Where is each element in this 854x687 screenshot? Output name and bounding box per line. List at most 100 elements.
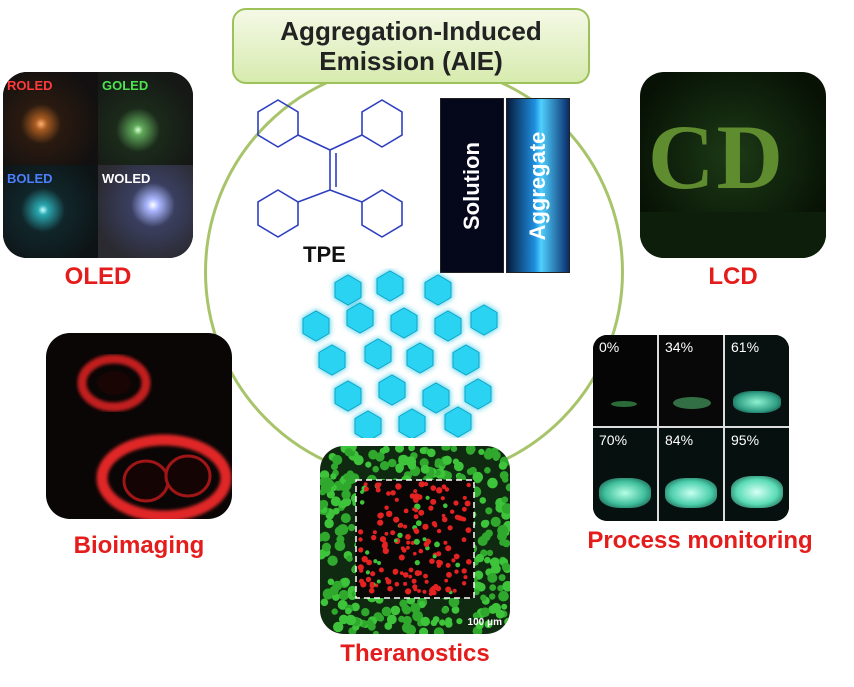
green-cell: [420, 464, 430, 474]
oled-panel: ROLED GOLED BOLED WOLED: [3, 72, 193, 258]
red-cell: [395, 483, 402, 490]
aggregate-hexagon: [422, 382, 450, 414]
green-cell: [372, 630, 379, 634]
green-cell: [480, 607, 490, 617]
red-cell: [393, 516, 400, 523]
aggregate-hexagon: [424, 274, 452, 306]
green-cell: [499, 471, 509, 480]
red-cell: [413, 494, 418, 498]
red-cell: [414, 570, 421, 577]
cell-field: [320, 446, 510, 634]
green-cell: [487, 572, 498, 583]
red-cell: [413, 514, 419, 520]
tpe-structure: [257, 99, 403, 238]
green-cell: [334, 540, 346, 552]
green-cell: [337, 599, 348, 610]
green-cell: [442, 455, 452, 465]
pct-0: 0%: [599, 339, 620, 355]
red-cell: [447, 525, 453, 531]
green-cell: [489, 593, 496, 600]
pct-61: 61%: [731, 339, 760, 355]
process-panel: 0% 34% 61% 70% 84% 95%: [593, 335, 789, 521]
red-cell: [378, 567, 384, 573]
red-cell: [466, 559, 472, 565]
red-cell: [398, 554, 405, 561]
green-cell: [501, 504, 508, 511]
green-cell: [332, 454, 343, 466]
green-cell: [384, 622, 393, 630]
green-cell: [382, 446, 390, 453]
green-cell: [337, 524, 347, 533]
red-cell: [423, 541, 430, 548]
red-cell: [425, 495, 430, 500]
red-cell: [359, 578, 364, 584]
green-cell: [442, 446, 451, 451]
red-cell: [441, 516, 448, 523]
red-cell: [444, 487, 450, 492]
vial-84: 84%: [659, 428, 725, 521]
vial-95: 95%: [725, 428, 789, 521]
aggregate-hexagon: [378, 374, 406, 406]
red-cell: [378, 512, 384, 518]
aggregate-hexagon: [346, 302, 374, 334]
red-cell: [465, 527, 472, 533]
red-cell: [445, 545, 452, 552]
aggregate-hexagon: [376, 270, 404, 302]
green-cell: [386, 614, 397, 625]
red-cell: [411, 578, 417, 584]
aggregate-hexagon: [470, 304, 498, 336]
red-cell: [372, 530, 377, 535]
red-cell: [406, 545, 410, 550]
vial-34: 34%: [659, 335, 725, 428]
green-cell: [497, 585, 504, 592]
red-cell: [462, 506, 467, 512]
red-cell: [358, 537, 363, 542]
green-cell: [504, 617, 510, 627]
aggregate-hexagon: [364, 338, 392, 370]
green-cell: [320, 531, 331, 542]
green-cell: [351, 602, 360, 612]
green-cell: [402, 615, 412, 626]
aggregate-hexagon: [434, 310, 462, 342]
red-cell: [461, 581, 467, 586]
red-cell: [446, 571, 452, 578]
green-cell: [341, 577, 350, 587]
red-cell: [408, 567, 414, 573]
green-cell: [481, 532, 491, 542]
green-cell: [419, 447, 427, 454]
red-cell: [373, 559, 378, 564]
red-cell: [418, 548, 424, 554]
red-cell: [463, 575, 468, 580]
pct-34: 34%: [665, 339, 694, 355]
green-cell: [418, 601, 426, 609]
red-cell: [398, 522, 404, 528]
red-cell: [443, 540, 448, 545]
title-line-1: Aggregation-Induced: [280, 16, 542, 46]
red-cell: [418, 509, 425, 516]
green-cell: [377, 614, 385, 622]
red-cell: [451, 558, 456, 563]
red-cell: [365, 550, 370, 555]
red-cell: [450, 509, 455, 514]
green-cell: [320, 549, 326, 560]
red-cell: [452, 588, 457, 593]
vial-solution-label: Solution: [459, 141, 484, 230]
red-cell: [381, 542, 388, 549]
green-cell: [445, 620, 453, 628]
red-cell: [461, 537, 467, 543]
green-cell: [451, 606, 460, 614]
red-cell: [413, 551, 417, 556]
oled-boled-label: BOLED: [7, 171, 53, 186]
green-cell: [420, 616, 430, 627]
red-cell: [434, 541, 440, 548]
green-cell: [342, 497, 352, 507]
green-cell: [465, 446, 476, 454]
green-cell: [501, 627, 510, 634]
red-cell: [390, 530, 396, 536]
green-cell: [320, 500, 325, 510]
green-cell: [501, 562, 510, 572]
red-cell: [359, 568, 364, 573]
red-cell: [433, 583, 439, 589]
aggregate-hexagon: [354, 410, 382, 438]
red-cell: [422, 589, 427, 594]
